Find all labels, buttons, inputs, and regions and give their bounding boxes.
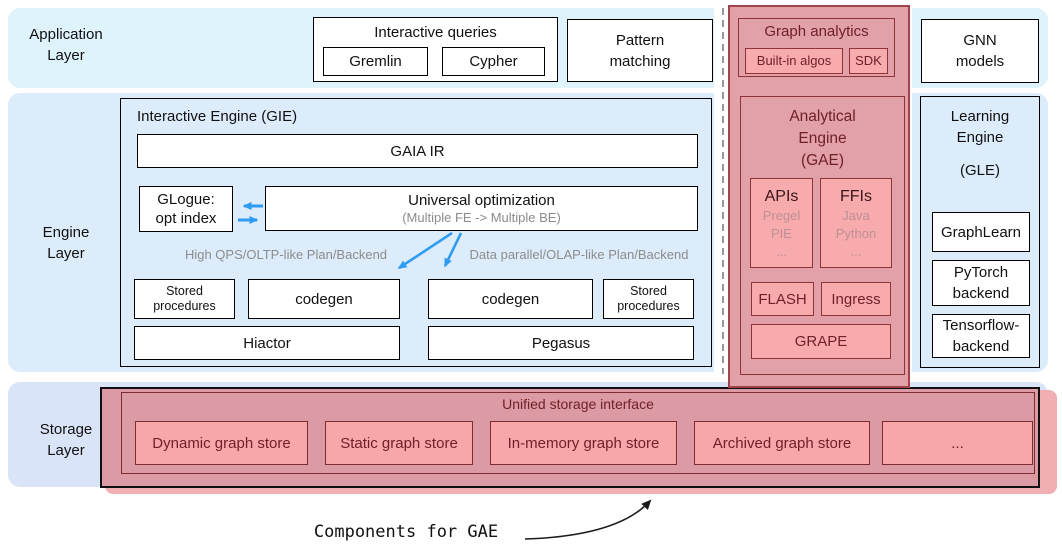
stored-procedures-right-box: Stored procedures bbox=[603, 279, 694, 319]
components-for-gae-label: Components for GAE bbox=[313, 522, 499, 542]
gle-box bbox=[920, 96, 1040, 368]
hiactor-box: Hiactor bbox=[134, 326, 400, 360]
ingress-box: Ingress bbox=[821, 282, 891, 316]
stored-procedures-left-box: Stored procedures bbox=[134, 279, 235, 319]
apis-subtitle: Pregel PIE ... bbox=[762, 208, 801, 259]
static-graph-store-box: Static graph store bbox=[325, 421, 473, 465]
universal-optimization-box: Universal optimization (Multiple FE -> M… bbox=[265, 186, 698, 231]
graphlearn-box: GraphLearn bbox=[932, 212, 1030, 252]
gaia-ir-box: GAIA IR bbox=[137, 134, 698, 168]
builtin-algos-box: Built-in algos bbox=[745, 48, 843, 74]
gie-title: Interactive Engine (GIE) bbox=[137, 108, 298, 125]
engine-layer-label: Engine Layer bbox=[42, 224, 90, 262]
gae-title: Analytical Engine (GAE) bbox=[789, 108, 856, 169]
unified-storage-title: Unified storage interface bbox=[502, 395, 654, 412]
universal-optimization-subtitle: (Multiple FE -> Multiple BE) bbox=[402, 210, 561, 225]
flash-box: FLASH bbox=[751, 282, 814, 316]
sdk-box: SDK bbox=[849, 48, 888, 74]
ffis-subtitle: Java Python ... bbox=[835, 208, 877, 259]
annotation-arrow bbox=[524, 499, 652, 540]
tensorflow-backend-box: Tensorflow- backend bbox=[932, 314, 1030, 358]
interactive-queries-title: Interactive queries bbox=[374, 23, 497, 41]
gae-box bbox=[740, 96, 905, 375]
storage-layer-label: Storage Layer bbox=[39, 421, 93, 459]
application-layer-label: Application Layer bbox=[29, 26, 103, 64]
codegen-left-box: codegen bbox=[248, 279, 400, 319]
graph-analytics-title: Graph analytics bbox=[764, 23, 869, 40]
graph-analytics-box bbox=[738, 18, 895, 77]
gie-box bbox=[120, 98, 712, 367]
grape-box: GRAPE bbox=[751, 324, 891, 359]
olap-note: Data parallel/OLAP-like Plan/Backend bbox=[469, 247, 689, 262]
universal-optimization-title: Universal optimization bbox=[408, 192, 555, 209]
more-stores-box: ... bbox=[882, 421, 1033, 465]
dynamic-graph-store-box: Dynamic graph store bbox=[135, 421, 308, 465]
ffis-box: FFIs Java Python ... bbox=[820, 178, 892, 268]
gle-subtitle: (GLE) bbox=[959, 161, 1000, 179]
gremlin-box: Gremlin bbox=[323, 47, 428, 76]
gle-title: Learning Engine bbox=[950, 108, 1010, 146]
archived-graph-store-box: Archived graph store bbox=[694, 421, 870, 465]
gnn-models-box: GNN models bbox=[921, 19, 1039, 83]
apis-box: APIs Pregel PIE ... bbox=[750, 178, 813, 268]
pegasus-box: Pegasus bbox=[428, 326, 694, 360]
cypher-box: Cypher bbox=[442, 47, 545, 76]
glogue-box: GLogue: opt index bbox=[139, 186, 233, 232]
ffis-title: FFIs bbox=[840, 188, 872, 205]
inmemory-graph-store-box: In-memory graph store bbox=[490, 421, 677, 465]
apis-title: APIs bbox=[764, 188, 799, 205]
codegen-right-box: codegen bbox=[428, 279, 593, 319]
oltp-note: High QPS/OLTP-like Plan/Backend bbox=[184, 247, 388, 262]
pattern-matching-box: Pattern matching bbox=[567, 19, 713, 82]
pytorch-backend-box: PyTorch backend bbox=[932, 260, 1030, 306]
unified-storage-box bbox=[121, 392, 1035, 474]
